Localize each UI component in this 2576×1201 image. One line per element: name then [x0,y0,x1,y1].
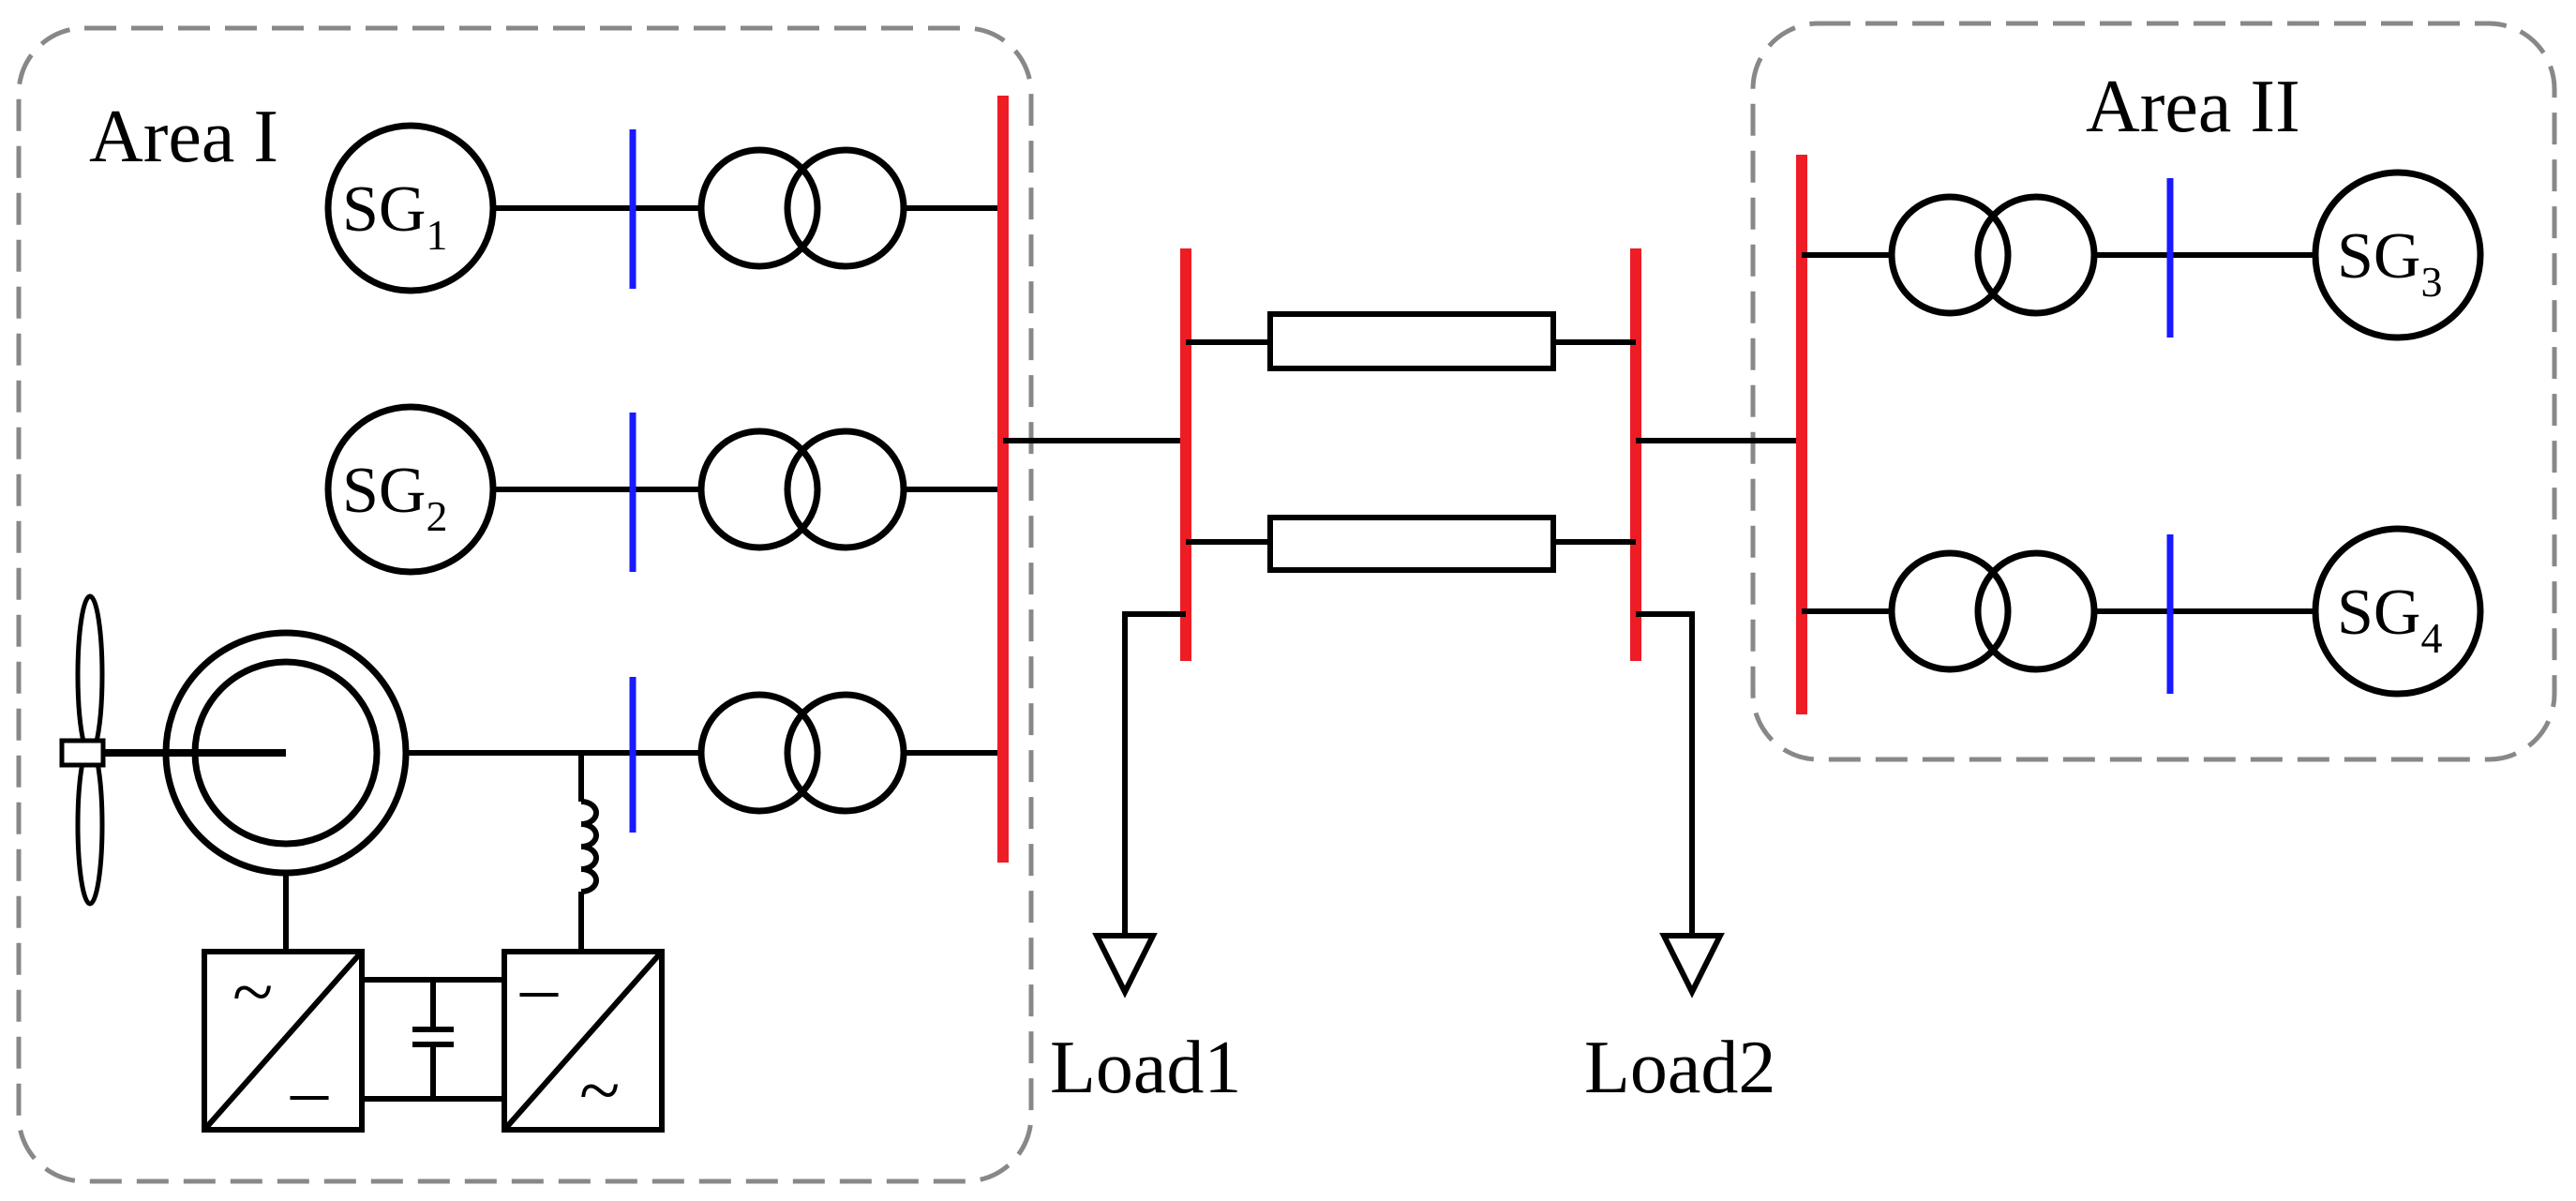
svg-text:SG1: SG1 [342,173,447,259]
sg1-label: SG [342,173,426,246]
sg2-label: SG [342,455,426,527]
rsc-dc-symbol: – [290,1050,329,1133]
load-1 [1092,611,1186,998]
wind-turbine-icon [59,593,106,907]
transformer-t1 [697,146,907,270]
transmission-line-2 [1186,515,1636,573]
generator-sg1: SG1 [324,122,497,294]
load-1-label: Load1 [1050,1027,1241,1109]
sg1-subscript: 1 [426,211,447,259]
transmission-line-1 [1186,311,1636,371]
rotor-side-converter: ~ – [202,949,365,1133]
transformer-t4 [1888,193,2098,317]
sg3-subscript: 3 [2420,258,2442,306]
rsc-ac-symbol: ~ [232,952,273,1034]
grid-side-converter: – ~ [502,947,665,1133]
sg4-subscript: 4 [2420,614,2442,662]
gsc-dc-symbol: – [519,947,559,1029]
sg2-subscript: 2 [426,492,447,540]
svg-text:SG2: SG2 [342,455,447,540]
sg4-label: SG [2337,577,2420,649]
area-2-boundary [1750,21,2557,762]
transformer-t3 [697,691,907,815]
load-2-label: Load2 [1584,1027,1775,1109]
dc-link-capacitor-icon [362,977,504,1102]
svg-text:SG4: SG4 [2337,577,2442,662]
sg3-label: SG [2337,220,2420,293]
area-1-label: Area I [89,96,278,178]
generator-sg4: SG4 [2312,525,2484,698]
transformer-t2 [697,428,907,551]
load-2 [1636,611,1725,998]
gsc-ac-symbol: ~ [579,1050,620,1133]
svg-text:SG3: SG3 [2337,220,2442,306]
area-2-label: Area II [2086,66,2300,148]
transformer-t5 [1888,549,2098,673]
generator-sg3: SG3 [2312,169,2484,341]
area-1-boundary [16,25,1034,1184]
generator-sg2: SG2 [324,403,497,576]
filter-inductor-icon [580,799,599,894]
